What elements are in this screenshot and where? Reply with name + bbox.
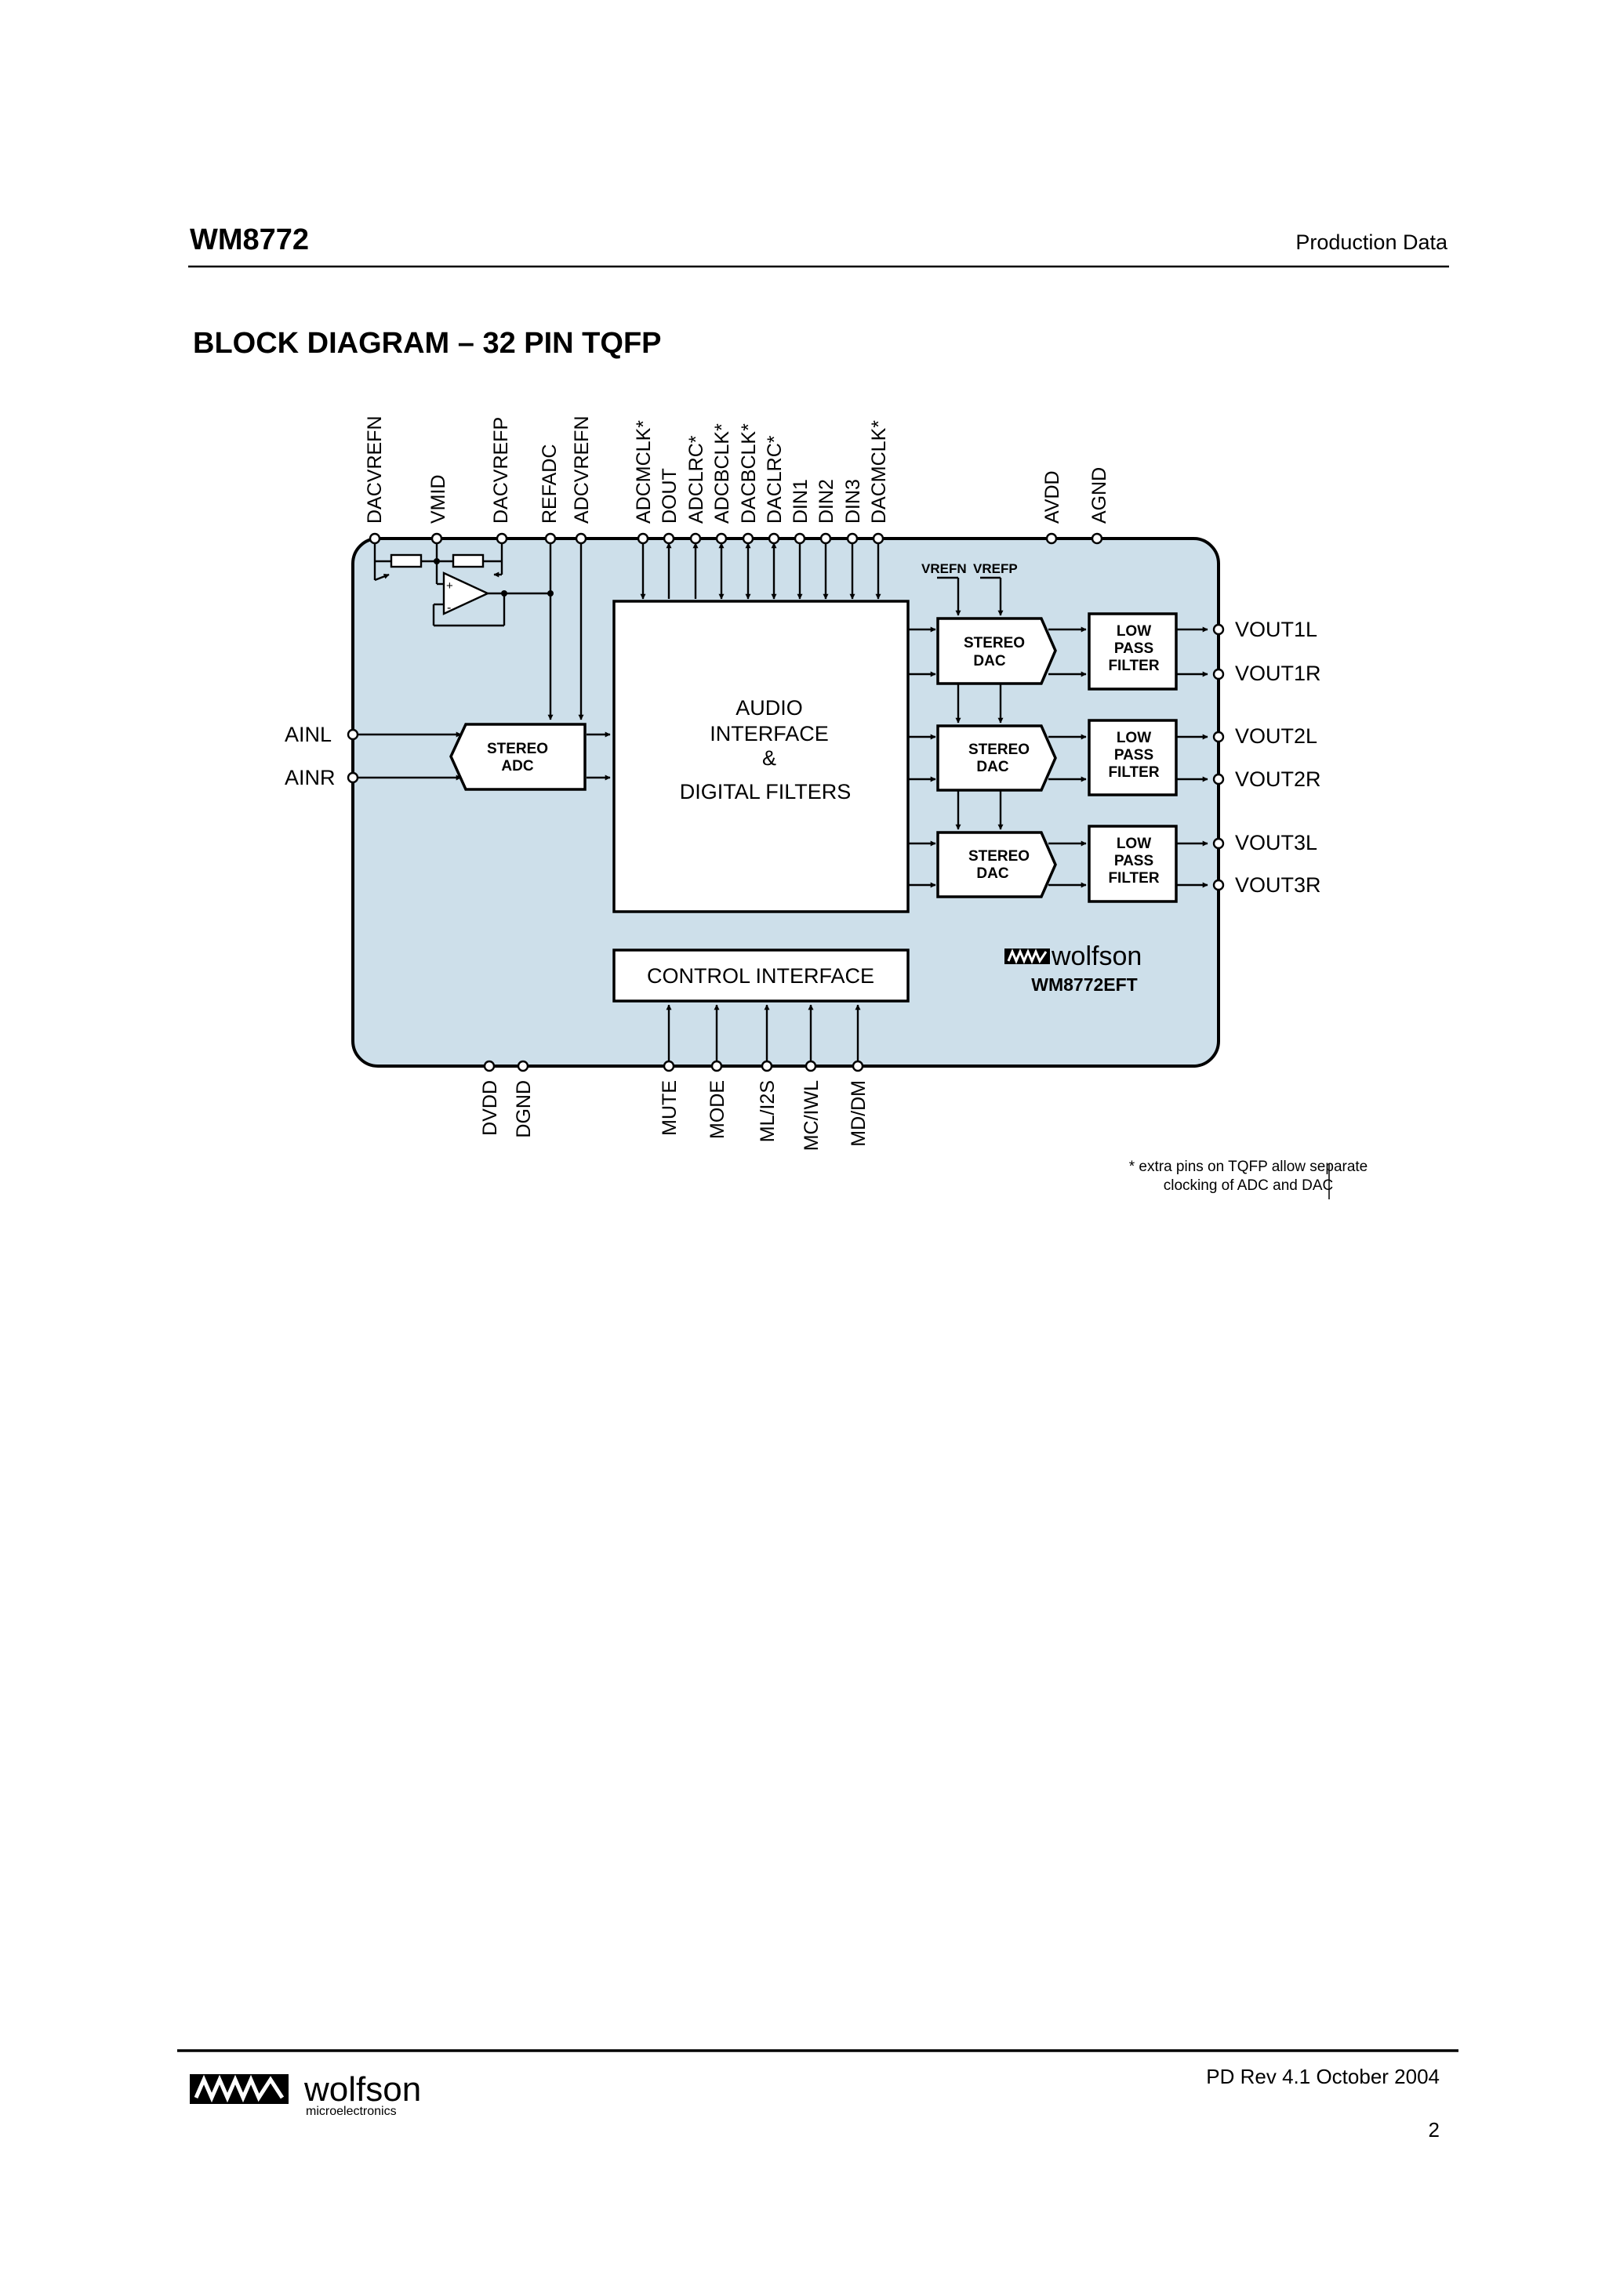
- stereo-dac-3-block: [936, 831, 1057, 898]
- top-pin-circles: [369, 532, 1103, 545]
- pin-label-vout1r: VOUT1R: [1235, 662, 1321, 685]
- output-wires: [1176, 626, 1208, 888]
- svg-text:-: -: [447, 601, 451, 615]
- op-amp: [442, 571, 490, 615]
- chip-logo-text: wolfson: [1051, 941, 1142, 971]
- pin-label-din3: DIN3: [842, 479, 864, 524]
- lpf3-label-1: LOW: [1117, 836, 1151, 852]
- pin-label-dout: DOUT: [659, 468, 681, 524]
- dac3-label-1: STEREO: [968, 848, 1030, 865]
- pin-label-avdd: AVDD: [1041, 470, 1063, 524]
- resistor-2: [452, 553, 485, 568]
- lpf2-label-2: PASS: [1114, 747, 1153, 764]
- ainl-pin: [347, 728, 359, 741]
- pin-label-agnd: AGND: [1088, 467, 1110, 524]
- pin-label-md-dm: MD/DM: [848, 1080, 870, 1147]
- pin-label-vout3r: VOUT3R: [1235, 873, 1321, 897]
- audio-interface-block: [612, 600, 910, 913]
- lpf3-label-2: PASS: [1114, 853, 1153, 869]
- bottom-pin-circles: [483, 1060, 864, 1072]
- section-title: BLOCK DIAGRAM – 32 PIN TQFP: [193, 327, 662, 360]
- low-pass-filter-2-block: [1088, 719, 1178, 796]
- pin-label-vmid: VMID: [427, 475, 449, 524]
- pin-label-dacbclk: DACBCLK*: [738, 423, 760, 524]
- resistor-1: [390, 553, 423, 568]
- pin-label-ainr: AINR: [285, 766, 336, 789]
- stereo-adc-block: [449, 723, 587, 791]
- stereo-dac-1-block: [936, 617, 1057, 685]
- stereo-dac-2-block: [936, 724, 1057, 792]
- part-number: WM8772: [190, 223, 309, 256]
- footer-logo-text: wolfson: [303, 2070, 421, 2109]
- pin-label-adcvrefn: ADCVREFN: [571, 415, 593, 524]
- pin-label-mode: MODE: [706, 1080, 728, 1139]
- pin-label-vout2r: VOUT2R: [1235, 767, 1321, 791]
- pin-label-vout2l: VOUT2L: [1235, 724, 1317, 748]
- pin-label-vout3l: VOUT3L: [1235, 831, 1317, 854]
- footer-revision: PD Rev 4.1 October 2004: [1206, 2065, 1440, 2088]
- pin-label-din2: DIN2: [815, 479, 837, 524]
- pin-label-dgnd: DGND: [513, 1080, 535, 1138]
- footer-logo: wolfson microelectronics: [190, 2070, 421, 2118]
- chip-part-label: WM8772EFT: [1031, 974, 1137, 995]
- pin-label-dacvrefn: DACVREFN: [364, 415, 386, 524]
- footnote-line-1: * extra pins on TQFP allow separate: [1129, 1159, 1368, 1175]
- audio-label-4: DIGITAL FILTERS: [680, 780, 852, 803]
- lpf1-label-1: LOW: [1117, 623, 1151, 640]
- low-pass-filter-3-block: [1088, 825, 1178, 903]
- pin-label-adclrc: ADCLRC*: [685, 435, 707, 524]
- reference-network: + -: [373, 543, 554, 627]
- pin-label-dacmclk: DACMCLK*: [868, 420, 890, 524]
- pin-label-adcbclk: ADCBCLK*: [711, 423, 733, 524]
- dac1-label-1: STEREO: [964, 635, 1025, 651]
- audio-label-2: INTERFACE: [710, 722, 829, 745]
- audio-label-3: &: [762, 746, 776, 770]
- pin-label-dacvrefp: DACVREFP: [490, 417, 512, 524]
- low-pass-filter-1-block: [1088, 612, 1178, 691]
- pin-label-refadc: REFADC: [539, 444, 561, 524]
- ainr-pin: [347, 771, 359, 784]
- pin-label-din1: DIN1: [790, 479, 812, 524]
- audio-label-1: AUDIO: [736, 696, 803, 720]
- dac-to-filter-wires: [1048, 626, 1087, 888]
- svg-text:+: +: [446, 579, 453, 593]
- lpf2-label-3: FILTER: [1108, 764, 1159, 781]
- pin-label-daclrc: DACLRC*: [764, 435, 786, 524]
- adc-label-2: ADC: [501, 758, 533, 774]
- dac3-label-2: DAC: [976, 865, 1008, 882]
- page-number: 2: [1429, 2118, 1440, 2142]
- pin-label-ml-i2s: ML/I2S: [757, 1080, 779, 1142]
- footer-logo-subtext: microelectronics: [306, 2105, 397, 2118]
- dac2-label-1: STEREO: [968, 742, 1030, 758]
- pin-label-ainl: AINL: [285, 723, 332, 746]
- chip-logo: wolfson WM8772EFT: [1004, 941, 1142, 995]
- adc-label-1: STEREO: [487, 741, 548, 757]
- control-interface-block: [612, 949, 910, 1003]
- control-wires: [666, 1004, 861, 1061]
- bottom-pin-labels: DVDD DGND MUTE MODE ML/I2S MC/IWL MD/DM: [479, 1080, 870, 1151]
- vrefn-label: VREFN: [921, 561, 967, 576]
- top-pin-labels: DACVREFN VMID DACVREFP REFADC ADCVREFN A…: [364, 415, 1110, 524]
- footnote-line-2: clocking of ADC and DAC: [1164, 1177, 1334, 1194]
- pin-label-mc-iwl: MC/IWL: [801, 1080, 823, 1151]
- pin-label-vout1l: VOUT1L: [1235, 618, 1317, 641]
- lpf3-label-3: FILTER: [1108, 870, 1159, 887]
- pin-label-mute: MUTE: [659, 1080, 681, 1136]
- control-interface-label: CONTROL INTERFACE: [647, 964, 874, 988]
- lpf2-label-1: LOW: [1117, 730, 1151, 746]
- vrefp-label: VREFP: [973, 561, 1018, 576]
- audio-to-dac-wires: [908, 626, 936, 888]
- dac2-label-2: DAC: [976, 759, 1008, 775]
- pin-label-dvdd: DVDD: [479, 1080, 501, 1136]
- pin-label-adcmclk: ADCMCLK*: [633, 420, 655, 524]
- lpf1-label-3: FILTER: [1108, 658, 1159, 674]
- dac1-label-2: DAC: [973, 653, 1005, 669]
- doc-status: Production Data: [1295, 230, 1448, 254]
- lpf1-label-2: PASS: [1114, 640, 1153, 657]
- right-pin-circles: [1212, 623, 1225, 891]
- audio-bus-wires: [640, 542, 881, 600]
